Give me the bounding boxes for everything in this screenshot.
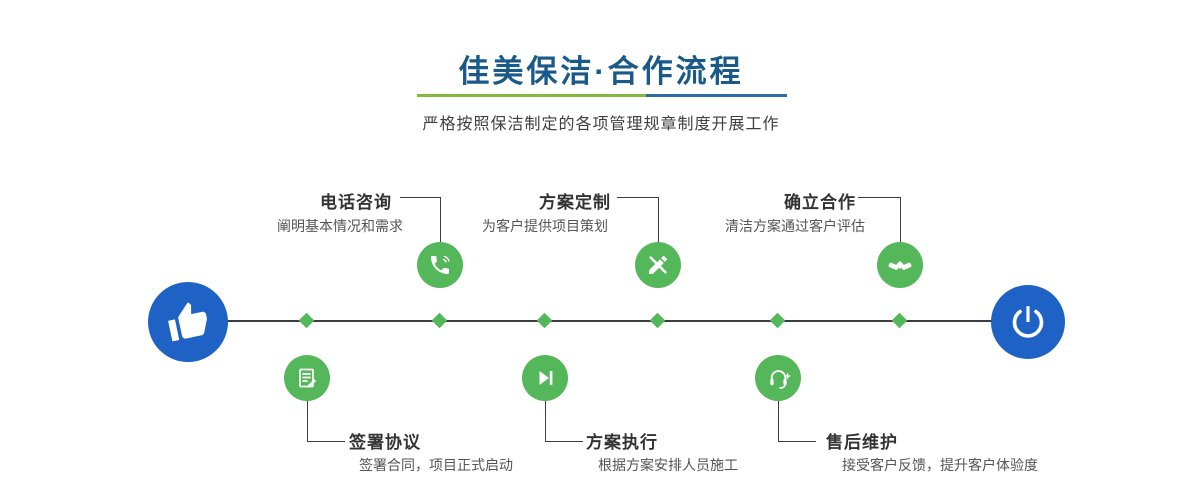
step-node-plan-custom <box>635 242 681 288</box>
step-desc-establish-coop: 清洁方案通过客户评估 <box>725 218 865 234</box>
connector-line <box>617 197 658 198</box>
step-desc-plan-custom: 为客户提供项目策划 <box>482 218 608 234</box>
timeline-diamond <box>431 312 448 329</box>
divider-green-segment <box>417 94 647 97</box>
connector-line <box>307 401 308 441</box>
step-title-aftersale: 售后维护 <box>826 433 898 452</box>
headset-support-icon <box>769 369 790 389</box>
timeline-diamond <box>298 312 315 329</box>
page-subtitle: 严格按照保洁制定的各项管理规章制度开展工作 <box>422 116 780 133</box>
connector-line <box>778 441 816 442</box>
step-node-plan-execute <box>522 355 568 401</box>
connector-line <box>400 197 440 198</box>
step-node-phone-consult <box>417 242 463 288</box>
connector-line <box>858 197 900 198</box>
step-desc-phone-consult: 阐明基本情况和需求 <box>277 218 403 234</box>
step-title-plan-custom: 方案定制 <box>539 193 611 212</box>
step-node-aftersale <box>755 355 801 401</box>
connector-line <box>778 401 779 441</box>
sign-document-icon <box>299 368 317 388</box>
title-divider <box>417 94 787 97</box>
timeline-diamond <box>769 312 786 329</box>
page-title: 佳美保洁·合作流程 <box>458 54 744 89</box>
timeline-diamond <box>649 312 666 329</box>
step-node-establish-coop <box>877 242 923 288</box>
end-node <box>991 285 1065 359</box>
phone-icon <box>431 255 450 274</box>
timeline-diamond <box>891 312 908 329</box>
step-desc-sign-agreement: 签署合同，项目正式启动 <box>359 457 513 473</box>
step-title-sign-agreement: 签署协议 <box>349 433 421 452</box>
design-tools-icon <box>649 255 668 274</box>
handshake-icon <box>888 261 912 270</box>
start-node <box>148 282 228 362</box>
connector-line <box>545 401 546 441</box>
connector-line <box>307 441 345 442</box>
step-title-establish-coop: 确立合作 <box>784 193 856 212</box>
execute-play-icon <box>539 371 553 385</box>
step-desc-plan-execute: 根据方案安排人员施工 <box>598 457 738 473</box>
connector-line <box>658 197 659 242</box>
divider-blue-segment <box>646 94 787 97</box>
step-title-phone-consult: 电话咨询 <box>320 193 392 212</box>
step-node-sign-agreement <box>284 355 330 401</box>
step-title-plan-execute: 方案执行 <box>586 433 658 452</box>
pointing-hand-icon <box>168 302 207 342</box>
step-desc-aftersale: 接受客户反馈，提升客户体验度 <box>842 457 1038 473</box>
timeline-diamond <box>536 312 553 329</box>
power-icon <box>1012 306 1044 338</box>
connector-line <box>440 197 441 242</box>
connector-line <box>545 441 583 442</box>
connector-line <box>900 197 901 242</box>
timeline-line <box>186 320 1032 322</box>
